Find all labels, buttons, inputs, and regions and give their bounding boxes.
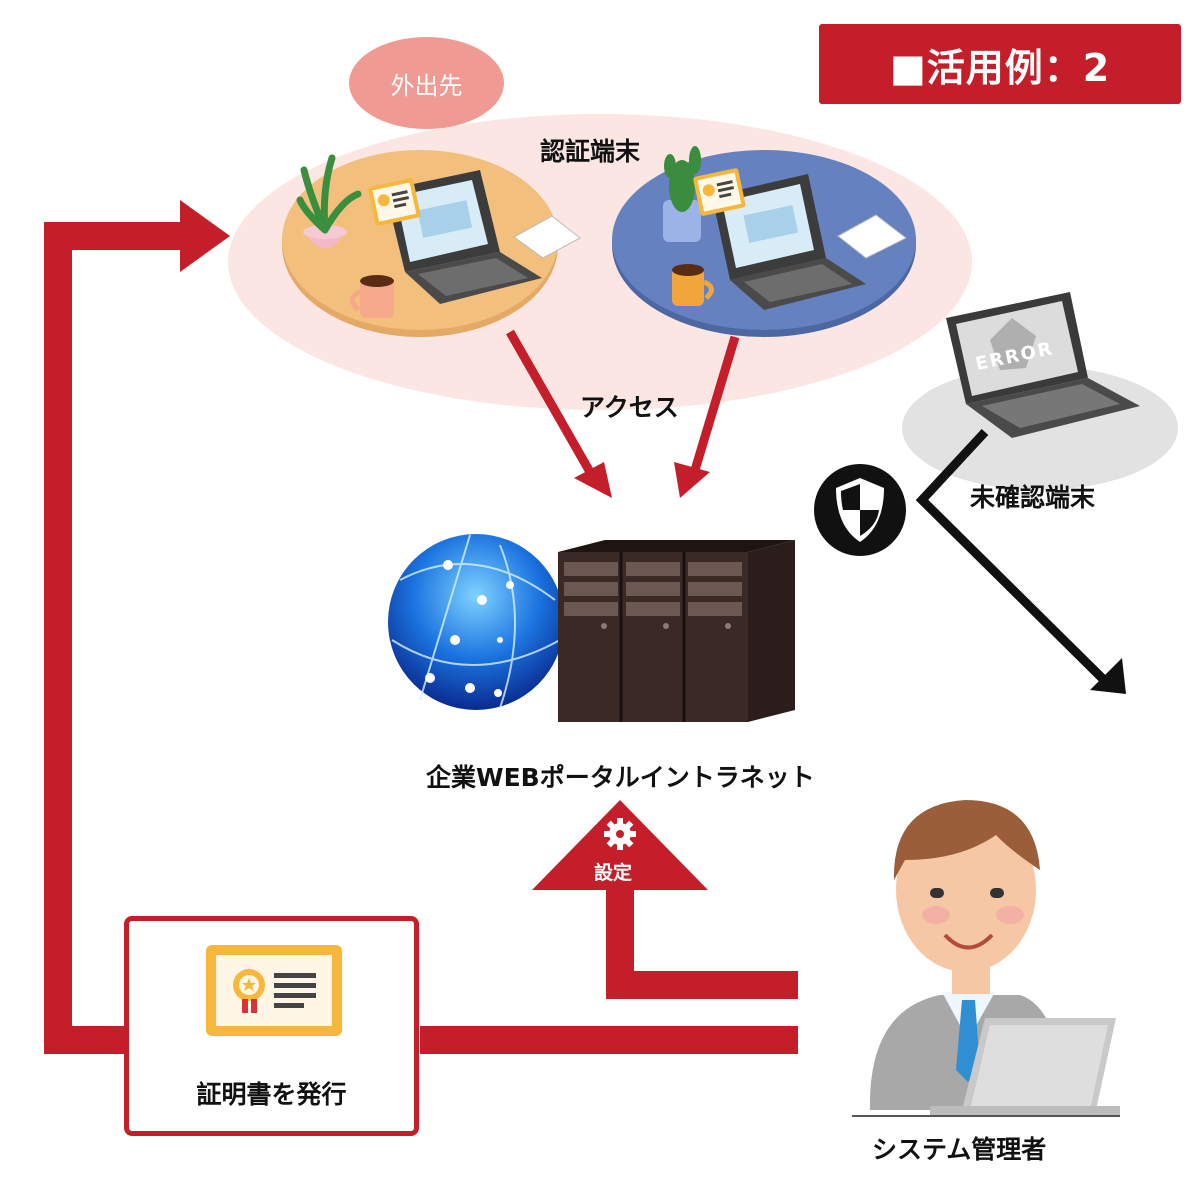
access-label: アクセス [580,393,679,422]
auth-devices-label: 認証端末 [540,137,641,166]
access-arrows [506,329,740,498]
server-rack-icon [558,540,795,722]
process-lines [44,200,798,1054]
blocked-arrow [915,428,1126,694]
certificate-icon [206,945,342,1036]
shield-icon [814,464,906,556]
certificate-issue-box: 証明書を発行 [124,916,419,1136]
globe-icon [388,534,564,710]
settings-label: 設定 [594,862,633,884]
use-case-badge: ■活用例：2 [819,24,1181,104]
location-bubble: 外出先 [349,37,504,129]
certificate-issue-label: 証明書を発行 [196,1080,347,1109]
admin-label: システム管理者 [872,1135,1047,1164]
left-table [282,150,581,337]
admin-avatar [852,800,1120,1117]
error-laptop [946,292,1140,438]
server-label: 企業WEBポータルイントラネット [426,763,815,792]
unverified-device-label: 未確認端末 [970,483,1096,512]
right-table [612,146,916,337]
